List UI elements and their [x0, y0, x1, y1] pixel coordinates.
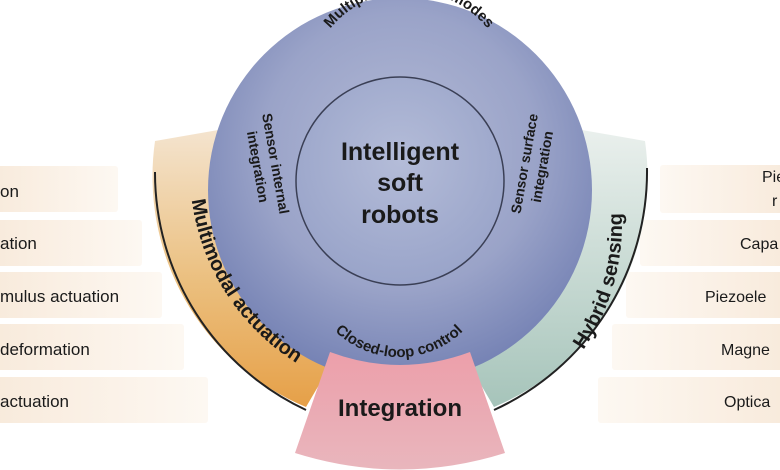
left-list-box	[0, 272, 162, 318]
left-list-item: mulus actuation	[0, 287, 119, 306]
right-list-item: Pie	[762, 169, 780, 186]
center-title-line: soft	[377, 169, 424, 197]
right-list-box	[598, 377, 780, 423]
center-title-line: Intelligent	[341, 138, 460, 166]
right-list-item: Optica	[724, 394, 770, 411]
inner-circle	[295, 76, 505, 286]
right-list-box	[626, 272, 780, 318]
right-outer-arc	[493, 167, 649, 411]
right-list-box	[612, 324, 780, 370]
left-list-item: actuation	[0, 392, 69, 411]
right-list-item: Magne	[721, 342, 770, 359]
bottom-segment-label: Integration	[338, 395, 462, 422]
left-list: on ation mulus actuation deformation act…	[0, 166, 208, 423]
left-list-box	[0, 220, 142, 266]
left-outer-arc	[153, 171, 307, 411]
left-list-item: on	[0, 182, 19, 201]
left-list-box	[0, 377, 208, 423]
right-list-item: Capa	[740, 236, 778, 253]
right-list-item: r	[772, 193, 778, 210]
right-list: Pie r Capa Piezoele Magne Optica	[598, 165, 780, 423]
right-list-box	[640, 220, 780, 266]
left-list-box	[0, 166, 118, 212]
center-title-line: robots	[361, 201, 439, 229]
right-list-item: Piezoele	[705, 289, 766, 306]
left-list-item: deformation	[0, 340, 90, 359]
left-list-item: ation	[0, 234, 37, 253]
bottom-segment	[295, 352, 505, 470]
left-list-box	[0, 324, 184, 370]
right-list-box	[660, 165, 780, 213]
